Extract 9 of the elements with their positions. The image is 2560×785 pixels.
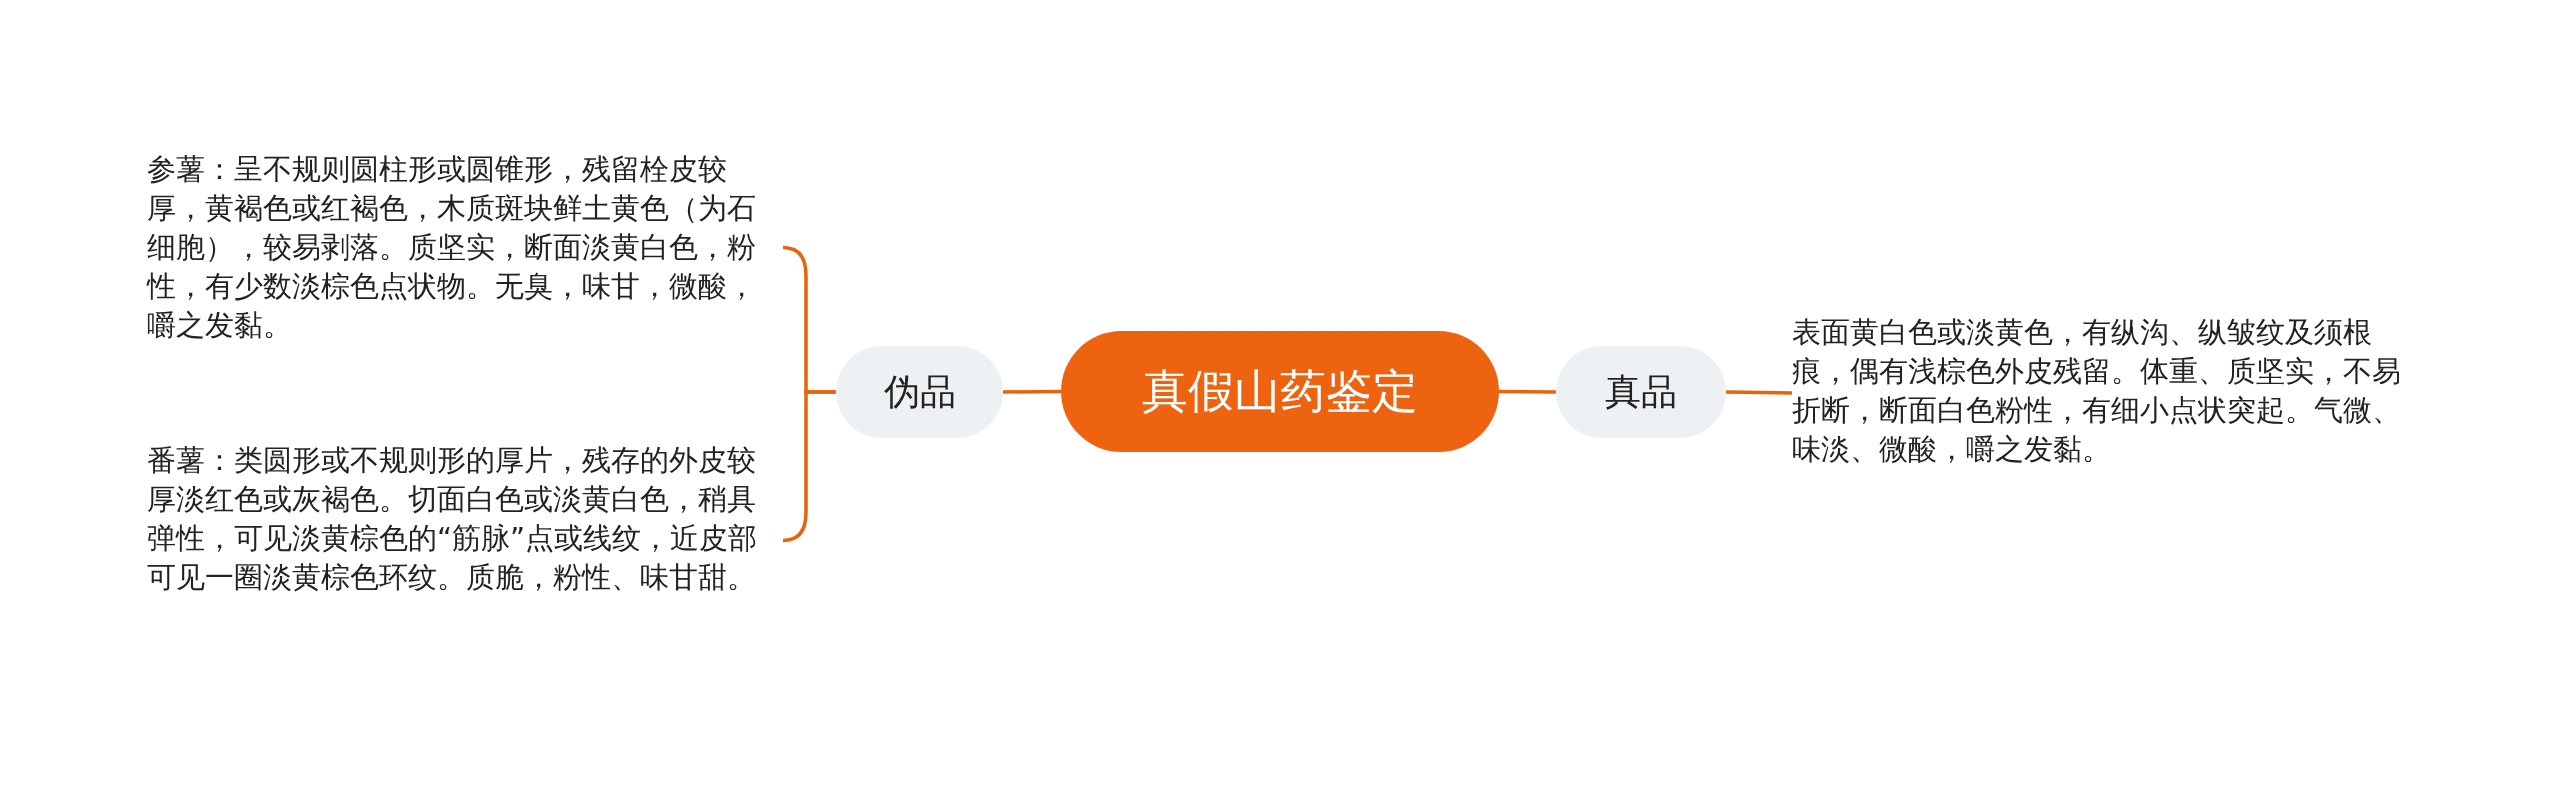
branch-topic: 伪品 [836, 346, 1003, 438]
description-text: 参薯：呈不规则圆柱形或圆锥形，残留栓皮较厚，黄褐色或红褐色，木质斑块鲜土黄色（为石细胞），较易剥落。质坚实，断面淡黄白色，粉性，有少数淡棕色点状物。无臭，味甘，微酸，嚼之发黏。 [147, 150, 783, 345]
description-text: 表面黄白色或淡黄色，有纵沟、纵皱纹及须根痕，偶有浅棕色外皮残留。体重、质坚实，不易折断，断面白色粉性，有细小点状突起。气微、味淡、微酸，嚼之发黏。 [1792, 313, 2428, 473]
description-text: 番薯：类圆形或不规则形的厚片，残存的外皮较厚淡红色或灰褐色。切面白色或淡黄白色，稍具弹性，可见淡黄棕色的“筋脉”点或线纹，近皮部可见一圈淡黄棕色环纹。质脆，粉性、味甘甜。 [147, 441, 783, 640]
connector-line [1003, 389, 1061, 394]
connector-line [1725, 390, 1793, 395]
root-topic: 真假山药鉴定 [1061, 331, 1499, 452]
branch-topic: 真品 [1556, 346, 1726, 438]
connector-line [1499, 389, 1556, 394]
